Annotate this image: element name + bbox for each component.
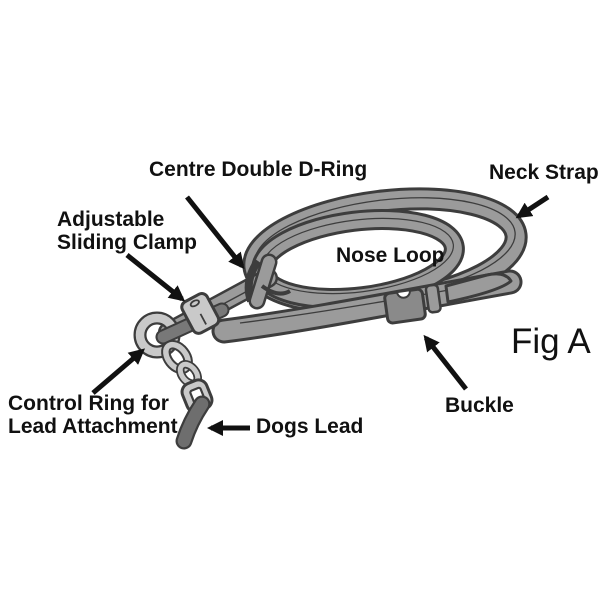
sliding-clamp-label: Adjustable Sliding Clamp <box>57 208 197 254</box>
dogs-lead-label: Dogs Lead <box>256 415 364 438</box>
arrow-sliding-clamp <box>125 253 186 302</box>
centre-d-ring-label: Centre Double D-Ring <box>149 158 368 181</box>
figure-label: Fig A <box>511 322 591 361</box>
control-ring-label-line2: Lead Attachment <box>8 415 178 438</box>
sliding-clamp-label-line2: Sliding Clamp <box>57 231 198 254</box>
arrow-buckle <box>423 334 468 391</box>
buckle-part <box>383 283 442 325</box>
arrow-centre-d-ring <box>185 195 245 270</box>
neck-strap-label: Neck Strap <box>489 161 599 184</box>
control-ring-label-line1: Control Ring for <box>8 392 169 415</box>
arrow-neck-strap <box>515 194 550 219</box>
arrow-control-ring <box>91 348 146 395</box>
sliding-clamp-part <box>180 292 221 335</box>
buckle-label: Buckle <box>445 394 514 417</box>
sliding-clamp-label-line1: Adjustable <box>57 208 165 231</box>
strap-end-keeper <box>444 272 513 304</box>
centre-double-d-ring-part <box>244 253 292 310</box>
nose-loop-label: Nose Loop <box>336 244 445 267</box>
dogs-lead-strap <box>175 395 211 450</box>
callout-arrows <box>91 194 550 436</box>
control-ring-label: Control Ring for Lead Attachment <box>8 392 178 438</box>
